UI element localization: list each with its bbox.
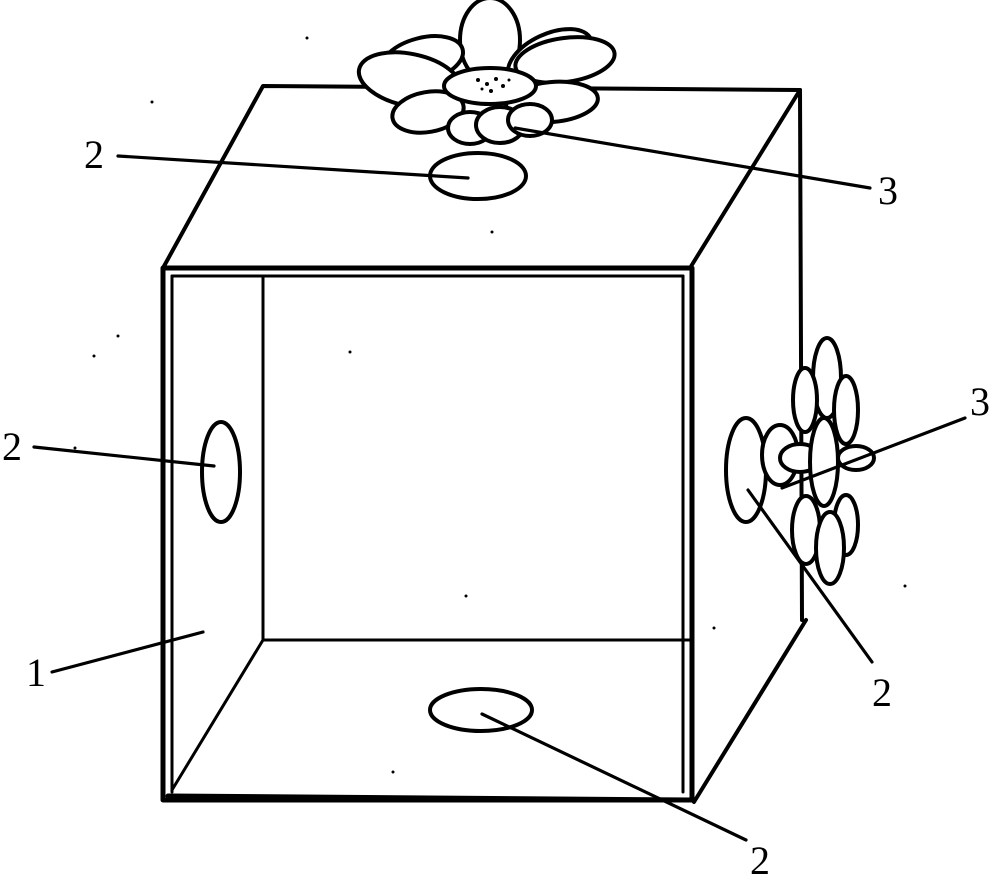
flower-right: [762, 338, 874, 584]
leader-hole-bottom: [482, 714, 746, 840]
label-flower-right: 3: [970, 379, 990, 424]
box-front-frame: [163, 268, 692, 800]
leader-flower-top: [515, 128, 870, 188]
hole-bottom: [430, 689, 532, 731]
label-hole-top: 2: [84, 132, 104, 177]
label-flower-top: 3: [878, 168, 898, 213]
flower-right-center: [810, 418, 838, 506]
hole-left: [202, 422, 240, 522]
box-floor-diagonal: [172, 640, 263, 790]
label-hole-bottom: 2: [750, 838, 770, 883]
label-box-body: 1: [26, 650, 46, 695]
label-hole-right: 2: [872, 670, 892, 715]
flower-top-center: [444, 68, 536, 104]
box-back-wall: [263, 276, 690, 640]
leader-hole-top: [118, 156, 468, 178]
leader-box-body: [52, 632, 203, 672]
label-hole-left: 2: [2, 424, 22, 469]
leader-hole-left: [34, 447, 214, 466]
box-right-bottom-edge: [694, 620, 806, 802]
flower-top: [354, 0, 618, 144]
